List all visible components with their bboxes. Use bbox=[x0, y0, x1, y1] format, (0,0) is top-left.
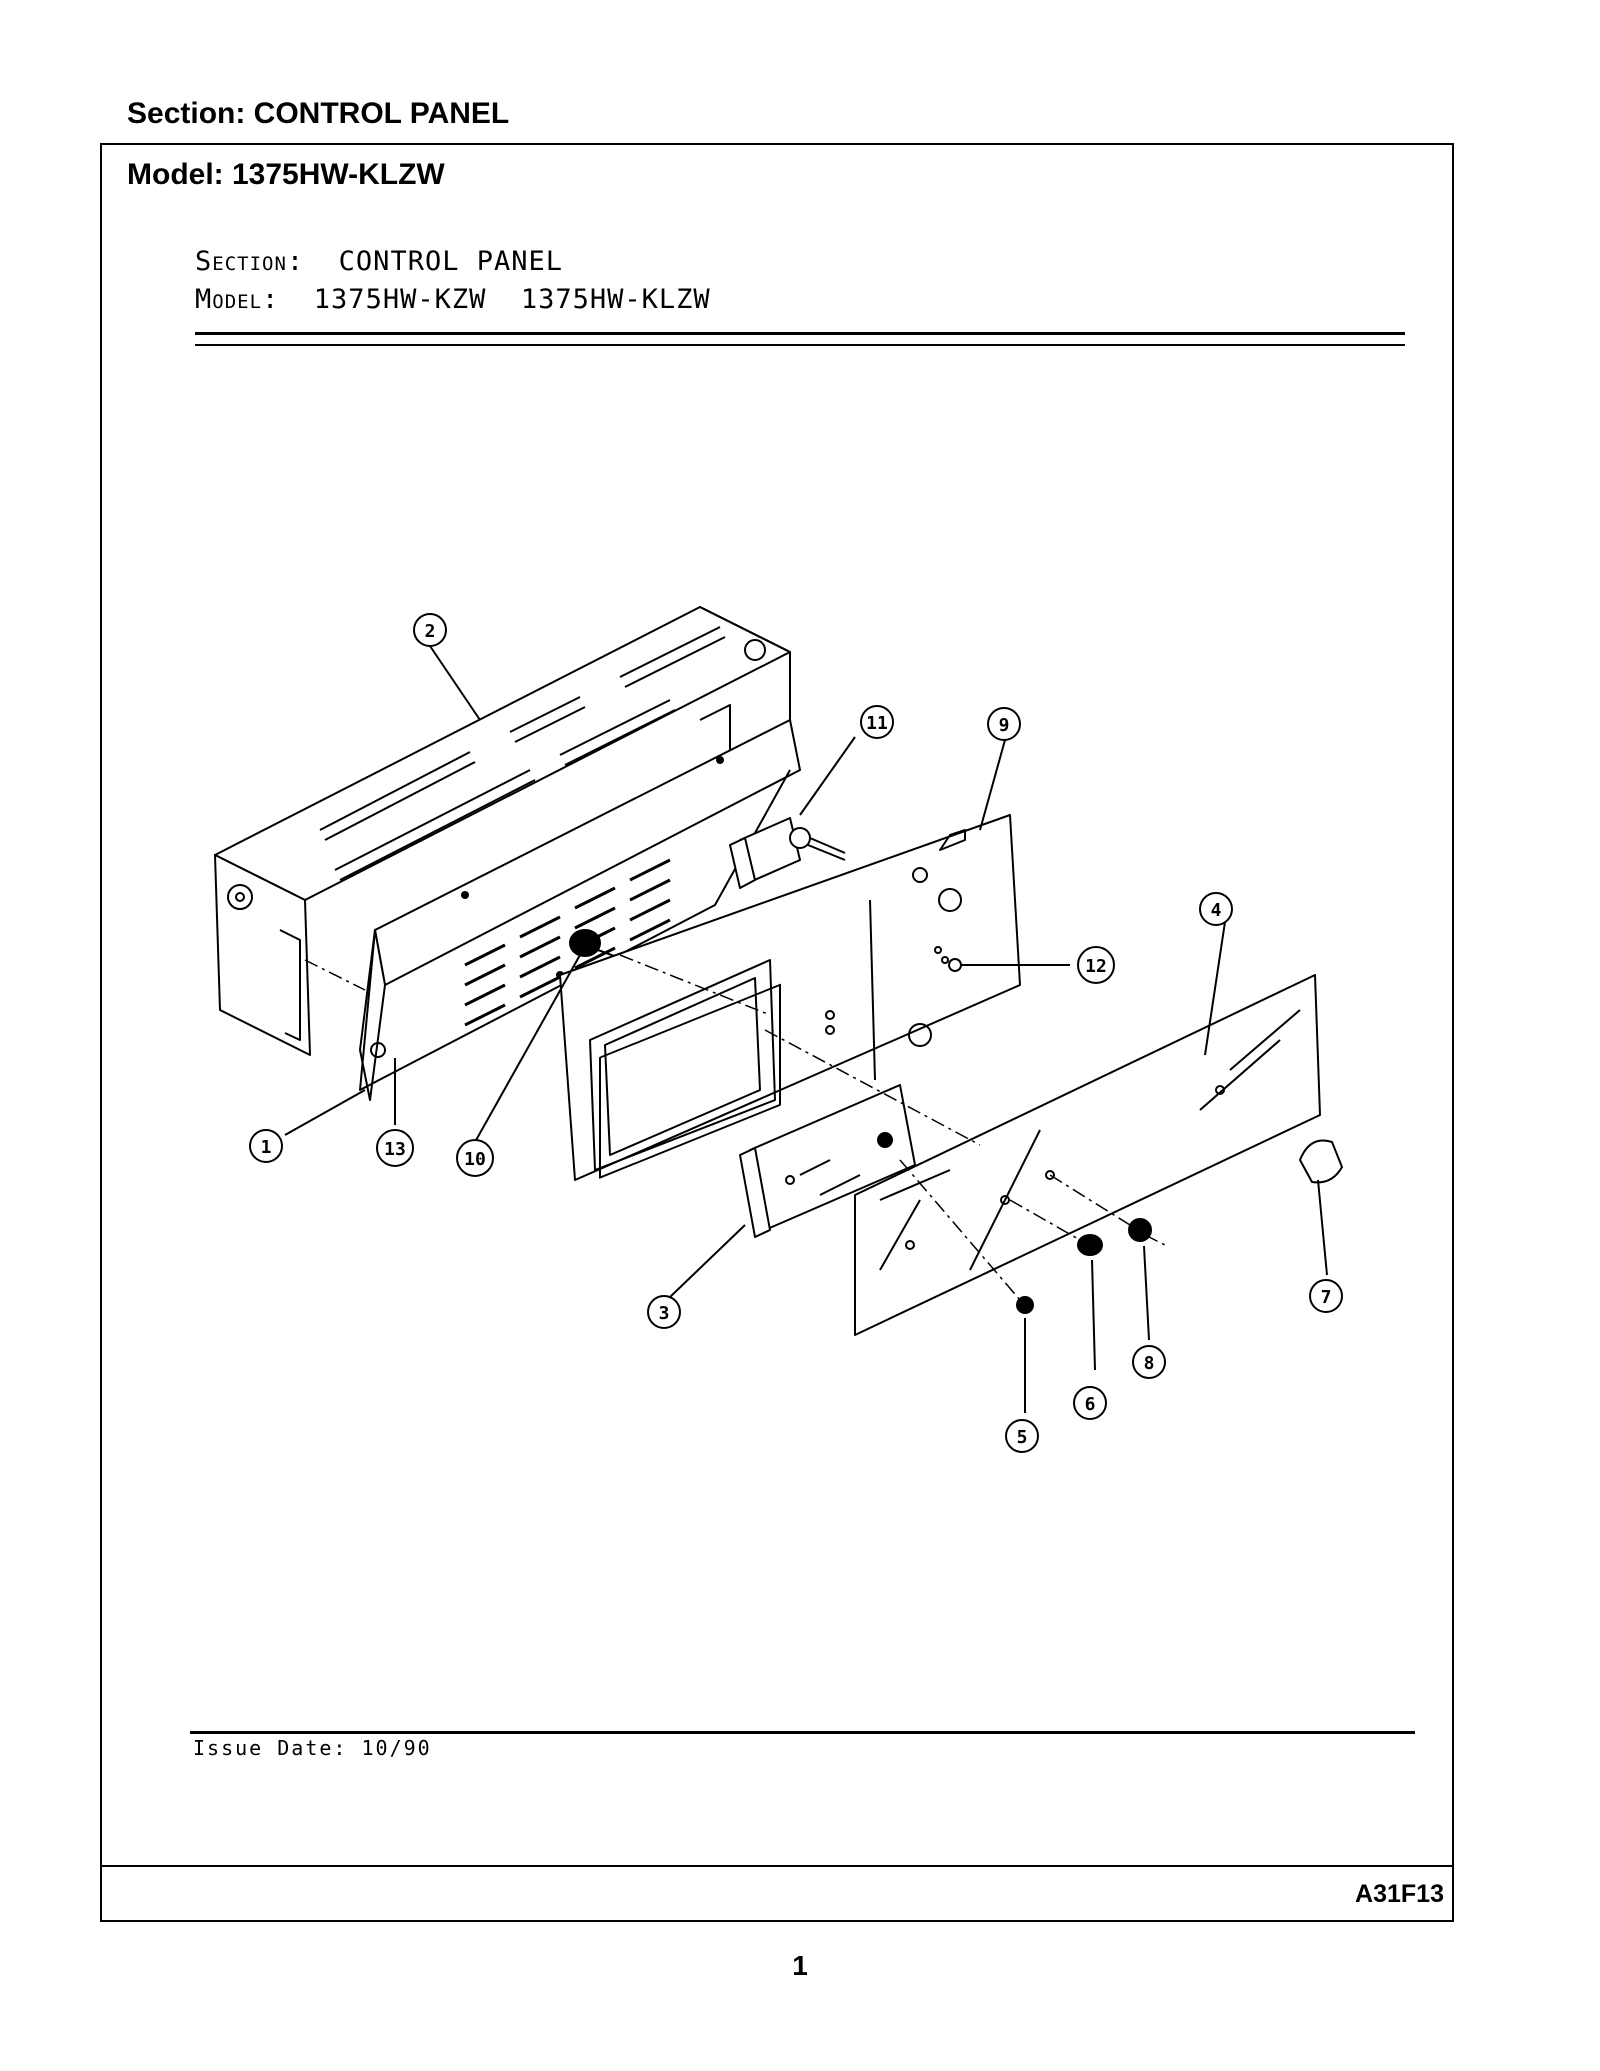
part-spring-6 bbox=[1077, 1234, 1103, 1256]
callout-10: 10 bbox=[456, 1139, 494, 1177]
callout-3: 3 bbox=[647, 1295, 681, 1329]
svg-text:5: 5 bbox=[1017, 1427, 1028, 1448]
callouts: 2 11 9 4 12 1 13 10 3 7 8 6 5 bbox=[249, 613, 1343, 1453]
footer-rule bbox=[100, 1865, 1454, 1867]
drawing-header-rule-bottom bbox=[195, 344, 1405, 346]
svg-text:7: 7 bbox=[1321, 1287, 1332, 1308]
callout-13: 13 bbox=[376, 1129, 414, 1167]
drawing-section-label: Section: bbox=[195, 246, 305, 277]
svg-text:3: 3 bbox=[659, 1303, 670, 1324]
part-glass-panel bbox=[854, 974, 1321, 1336]
svg-text:6: 6 bbox=[1085, 1394, 1096, 1415]
part-knob-7 bbox=[1299, 1139, 1343, 1184]
callout-4: 4 bbox=[1199, 892, 1233, 926]
drawing-section-line: Section: CONTROL PANEL bbox=[195, 246, 563, 277]
part-screw-5 bbox=[1016, 1296, 1034, 1314]
svg-text:11: 11 bbox=[866, 713, 888, 734]
callout-2: 2 bbox=[413, 613, 447, 647]
part-housing bbox=[214, 606, 791, 1056]
issue-date-rule bbox=[190, 1731, 1415, 1734]
part-bracket bbox=[739, 1084, 916, 1238]
svg-text:10: 10 bbox=[464, 1149, 486, 1170]
document-code: A31F13 bbox=[1355, 1880, 1444, 1908]
svg-text:1: 1 bbox=[261, 1137, 272, 1158]
svg-text:9: 9 bbox=[999, 715, 1010, 736]
svg-text:8: 8 bbox=[1144, 1353, 1155, 1374]
callout-8: 8 bbox=[1132, 1345, 1166, 1379]
callout-11: 11 bbox=[860, 705, 894, 739]
drawing-model-label: Model: bbox=[195, 284, 280, 315]
svg-text:4: 4 bbox=[1211, 900, 1222, 921]
part-front-bracket bbox=[559, 814, 1021, 1181]
page-frame bbox=[100, 143, 1454, 1922]
model-header: Model: 1375HW-KLZW bbox=[127, 158, 445, 191]
issue-date: Issue Date: 10/90 bbox=[193, 1736, 432, 1760]
drawing-section-value: CONTROL PANEL bbox=[338, 246, 563, 277]
callout-1: 1 bbox=[249, 1129, 283, 1163]
svg-text:12: 12 bbox=[1085, 956, 1107, 977]
drawing-model-value: 1375HW-KZW 1375HW-KLZW bbox=[313, 284, 711, 315]
callout-7: 7 bbox=[1309, 1279, 1343, 1313]
callout-6: 6 bbox=[1073, 1386, 1107, 1420]
part-knob-8 bbox=[1128, 1218, 1152, 1242]
drawing-model-line: Model: 1375HW-KZW 1375HW-KLZW bbox=[195, 284, 711, 315]
page-number: 1 bbox=[792, 1950, 808, 1981]
part-control-knob-shaft bbox=[569, 929, 626, 961]
callout-9: 9 bbox=[987, 707, 1021, 741]
svg-text:2: 2 bbox=[425, 621, 436, 642]
section-header: Section: CONTROL PANEL bbox=[127, 97, 510, 130]
part-switch bbox=[729, 817, 846, 889]
svg-text:13: 13 bbox=[384, 1139, 406, 1160]
callout-5: 5 bbox=[1005, 1419, 1039, 1453]
callout-12: 12 bbox=[1077, 946, 1115, 984]
drawing-header-rule-top bbox=[195, 332, 1405, 335]
part-screw-13 bbox=[370, 1042, 386, 1058]
